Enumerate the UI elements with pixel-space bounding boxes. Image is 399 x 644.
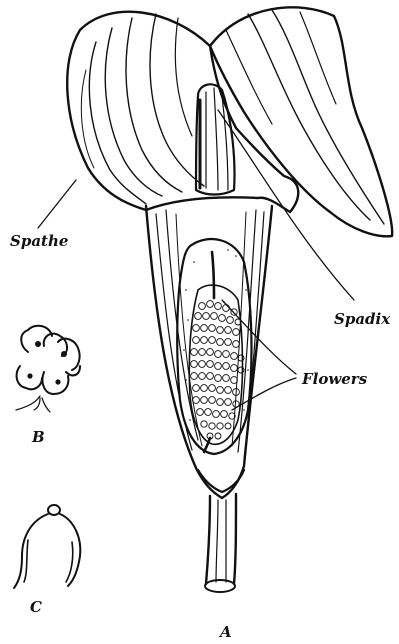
label-spathe: Spathe	[10, 232, 68, 250]
label-flowers: Flowers	[301, 370, 368, 388]
label-spadix: Spadix	[334, 310, 391, 328]
figure-c-drawing	[14, 505, 80, 588]
label-figure-c: C	[30, 598, 42, 616]
stalk	[198, 470, 244, 592]
label-figure-b: B	[31, 428, 45, 446]
figure-b-drawing	[16, 326, 80, 412]
figure-a-drawing	[38, 7, 392, 592]
label-figure-a: A	[218, 623, 232, 641]
spadix	[196, 84, 235, 194]
spathe-tube	[146, 206, 272, 498]
